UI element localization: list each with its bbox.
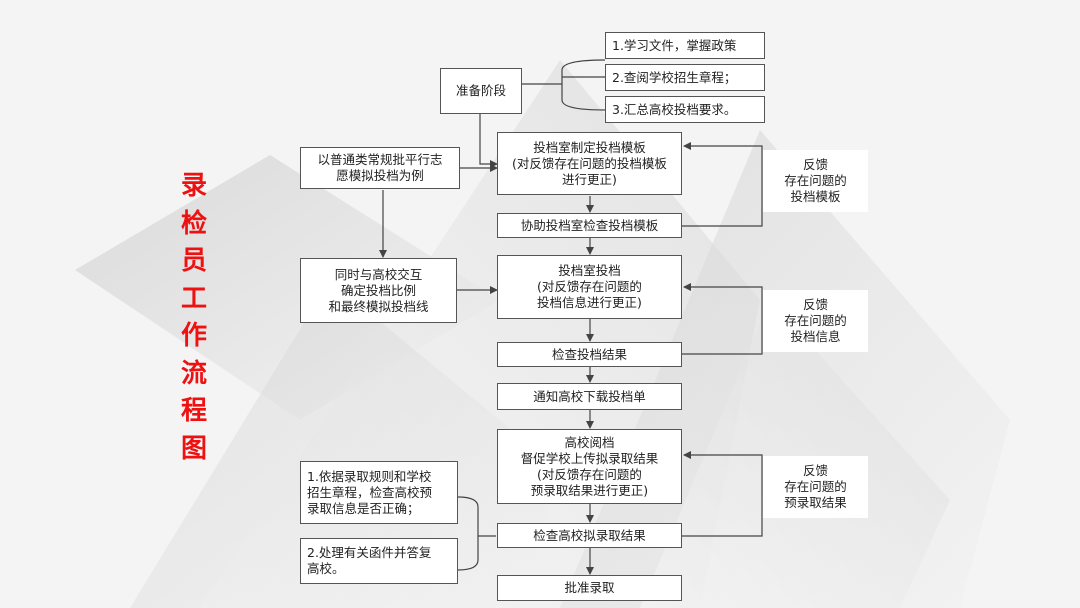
template-box: 投档室制定投档模板 (对反馈存在问题的投档模板 进行更正) (497, 132, 682, 195)
prep-item-2: 2.查阅学校招生章程； (605, 64, 765, 91)
archive-box: 投档室投档 (对反馈存在问题的 投档信息进行更正) (497, 255, 682, 319)
prep-item-1: 1.学习文件，掌握政策 (605, 32, 765, 59)
vertical-title: 录 检 员 工 作 流 程 图 (176, 168, 212, 468)
check-result-box: 检查投档结果 (497, 342, 682, 367)
feedback-info-box: 反馈 存在问题的 投档信息 (763, 290, 868, 352)
feedback-template-box: 反馈 存在问题的 投档模板 (763, 150, 868, 212)
check-rules-box: 1.依据录取规则和学校 招生章程，检查高校预 录取信息是否正确； (300, 461, 458, 524)
handle-letters-box: 2.处理有关函件并答复 高校。 (300, 538, 458, 584)
title-char: 员 (180, 246, 207, 276)
title-char: 工 (180, 283, 207, 314)
prep-stage-box: 准备阶段 (440, 68, 522, 114)
check-admission-box: 检查高校拟录取结果 (497, 523, 682, 548)
title-char: 图 (180, 433, 207, 464)
approve-box: 批准录取 (497, 575, 682, 601)
notify-box: 通知高校下载投档单 (497, 383, 682, 410)
title-char: 检 (180, 208, 207, 239)
title-char: 流 (180, 358, 207, 389)
check-template-box: 协助投档室检查投档模板 (497, 213, 682, 238)
title-char: 作 (180, 321, 207, 351)
review-box: 高校阅档 督促学校上传拟录取结果 (对反馈存在问题的 预录取结果进行更正) (497, 429, 682, 504)
prep-item-3: 3.汇总高校投档要求。 (605, 96, 765, 123)
title-char: 录 (180, 171, 207, 201)
feedback-admission-box: 反馈 存在问题的 预录取结果 (763, 456, 868, 518)
title-char: 程 (180, 396, 207, 426)
interact-box: 同时与高校交互 确定投档比例 和最终模拟投档线 (300, 258, 457, 323)
example-box: 以普通类常规批平行志 愿模拟投档为例 (300, 147, 460, 189)
